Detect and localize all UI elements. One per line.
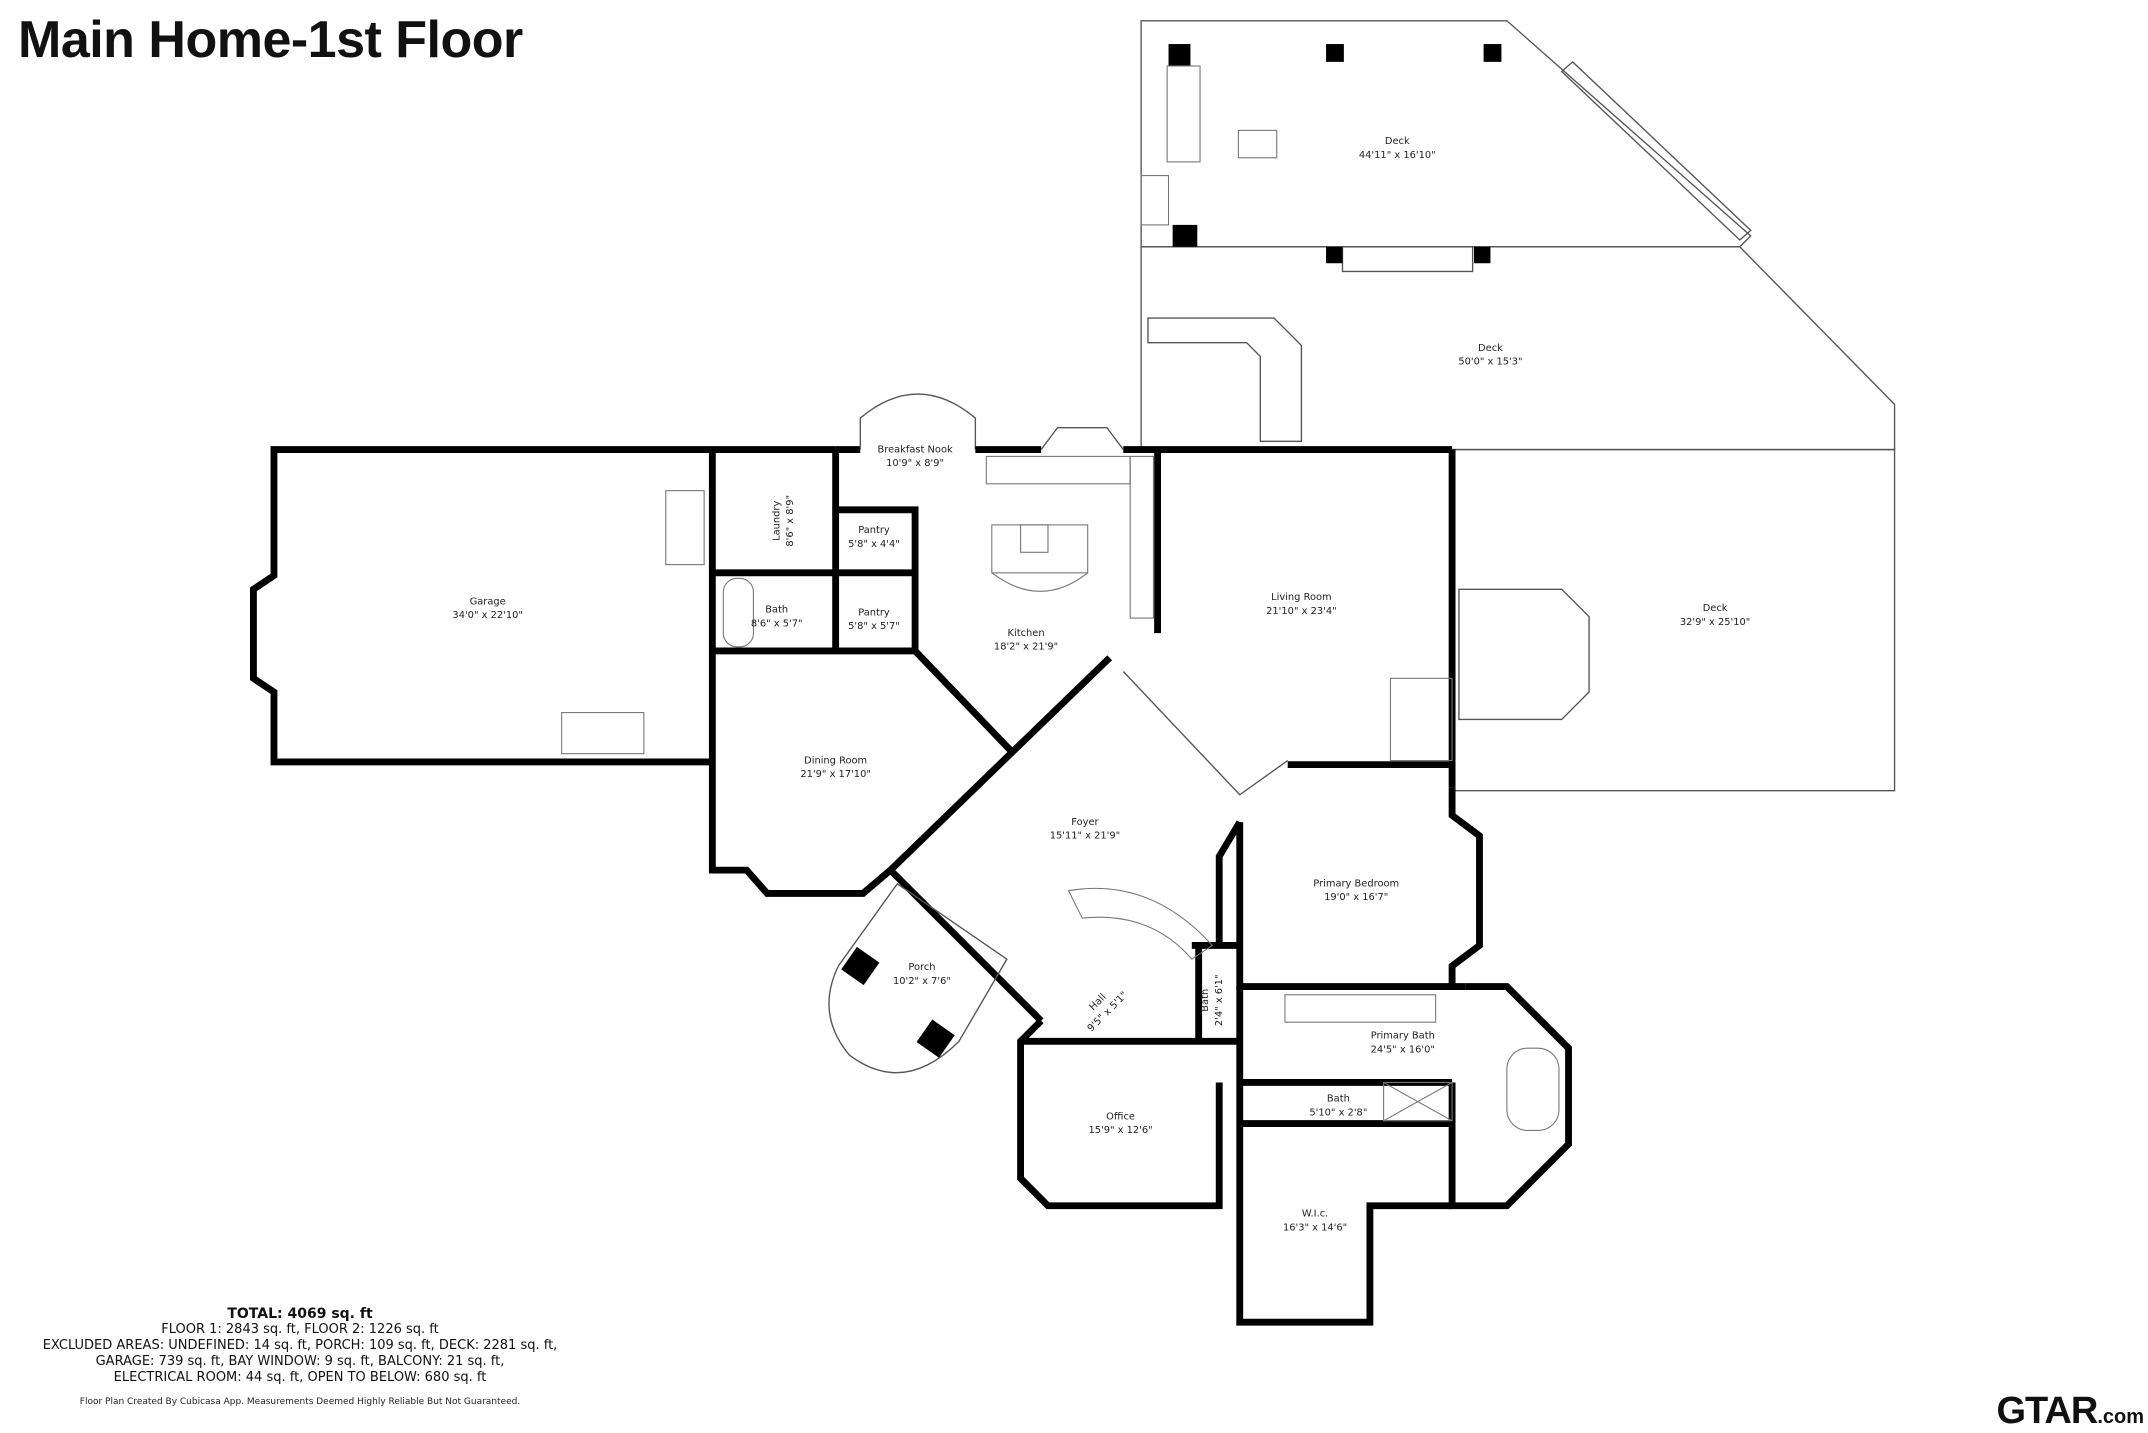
svg-text:Porch: Porch [908,962,935,973]
walls [250,393,1572,1326]
fixtures [561,455,1560,1131]
room-label-dining-room: Dining Room 21'9" x 17'10" [800,755,871,780]
porch-outline [828,882,1008,1074]
svg-text:2'4" x 6'1": 2'4" x 6'1" [1214,974,1225,1026]
room-label-garage: Garage 34'0" x 22'10" [452,596,523,621]
svg-text:W.I.c.: W.I.c. [1302,1209,1328,1220]
svg-text:Deck: Deck [1385,136,1410,147]
svg-text:Living Room: Living Room [1271,592,1332,603]
floor-areas: FLOOR 1: 2843 sq. ft, FLOOR 2: 1226 sq. … [161,1322,439,1337]
svg-text:21'9" x 17'10": 21'9" x 17'10" [800,769,871,780]
room-label-deck-upper: Deck 44'11" x 16'10" [1359,136,1436,161]
svg-text:15'11" x 21'9": 15'11" x 21'9" [1050,831,1121,842]
room-label-bath-2: Bath 5'10" x 2'8" [1309,1094,1367,1119]
logo-main: GTAR [1996,1390,2098,1432]
room-label-primary-bedroom: Primary Bedroom 19'0" x 16'7" [1313,879,1399,904]
excluded-areas-line-1: EXCLUDED AREAS: UNDEFINED: 14 sq. ft, PO… [42,1338,558,1353]
svg-text:Deck: Deck [1478,343,1503,354]
svg-text:Deck: Deck [1703,603,1728,614]
svg-text:Breakfast Nook: Breakfast Nook [877,444,953,455]
svg-text:44'11" x 16'10": 44'11" x 16'10" [1359,150,1436,161]
room-label-foyer: Foyer 15'11" x 21'9" [1050,817,1121,842]
svg-text:15'9" x 12'6": 15'9" x 12'6" [1088,1125,1152,1136]
svg-text:24'5" x 16'0": 24'5" x 16'0" [1371,1044,1435,1055]
svg-text:Garage: Garage [470,596,506,607]
room-label-living-room: Living Room 21'10" x 23'4" [1266,592,1337,617]
svg-text:16'3" x 14'6": 16'3" x 14'6" [1283,1222,1347,1233]
svg-text:19'0" x 16'7": 19'0" x 16'7" [1324,892,1388,903]
svg-text:Office: Office [1106,1111,1135,1122]
page-title: Main Home-1st Floor [18,11,523,69]
svg-text:Laundry: Laundry [771,501,782,541]
svg-text:50'0" x 15'3": 50'0" x 15'3" [1458,357,1522,368]
area-summary: TOTAL: 4069 sq. ft FLOOR 1: 2843 sq. ft,… [0,1306,600,1386]
svg-text:9'5" x 5'1": 9'5" x 5'1" [1086,990,1130,1034]
credit-note: Floor Plan Created By Cubicasa App. Meas… [79,1397,521,1407]
svg-text:8'6" x 5'7": 8'6" x 5'7" [751,618,803,629]
svg-text:Primary Bedroom: Primary Bedroom [1313,879,1399,890]
room-label-office: Office 15'9" x 12'6" [1088,1111,1152,1136]
svg-text:5'8" x 5'7": 5'8" x 5'7" [848,621,900,632]
room-label-pantry-2: Pantry 5'8" x 5'7" [848,607,900,632]
svg-text:Dining Room: Dining Room [804,755,867,766]
svg-text:Pantry: Pantry [858,607,890,618]
svg-text:Bath: Bath [1200,989,1211,1012]
gtar-logo: GTAR.com [1996,1390,2144,1433]
svg-text:21'10" x 23'4": 21'10" x 23'4" [1266,606,1337,617]
svg-text:32'9" x 25'10": 32'9" x 25'10" [1680,617,1751,628]
room-label-deck-right: Deck 32'9" x 25'10" [1680,603,1751,628]
room-label-deck-middle: Deck 50'0" x 15'3" [1458,343,1522,368]
excluded-areas-line-3: ELECTRICAL ROOM: 44 sq. ft, OPEN TO BELO… [113,1370,487,1385]
svg-text:5'10" x 2'8": 5'10" x 2'8" [1309,1107,1367,1118]
room-label-wic: W.I.c. 16'3" x 14'6" [1283,1209,1347,1234]
room-label-kitchen: Kitchen 18'2" x 21'9" [994,628,1058,653]
logo-suffix: .com [2097,1406,2144,1428]
svg-text:18'2" x 21'9": 18'2" x 21'9" [994,642,1058,653]
svg-text:Kitchen: Kitchen [1008,628,1045,639]
room-label-porch: Porch 10'2" x 7'6" [893,962,951,987]
room-label-breakfast-nook: Breakfast Nook 10'9" x 8'9" [877,444,953,469]
svg-text:Bath: Bath [1327,1094,1350,1105]
svg-text:34'0" x 22'10": 34'0" x 22'10" [452,610,523,621]
svg-text:Pantry: Pantry [858,525,890,536]
excluded-areas-line-2: GARAGE: 739 sq. ft, BAY WINDOW: 9 sq. ft… [95,1354,505,1369]
svg-text:10'2" x 7'6": 10'2" x 7'6" [893,976,951,987]
room-label-primary-bath: Primary Bath 24'5" x 16'0" [1371,1031,1435,1056]
svg-text:8'6" x 8'9": 8'6" x 8'9" [785,495,796,547]
room-label-pantry-1: Pantry 5'8" x 4'4" [848,525,900,550]
total-area: TOTAL: 4069 sq. ft [227,1306,373,1322]
room-label-bath-1: Bath 8'6" x 5'7" [751,605,803,630]
svg-text:Bath: Bath [765,605,788,616]
deck-outlines [1140,20,1896,792]
svg-text:5'8" x 4'4": 5'8" x 4'4" [848,539,900,550]
svg-text:10'9" x 8'9": 10'9" x 8'9" [886,458,944,469]
svg-text:Primary Bath: Primary Bath [1371,1031,1435,1042]
room-labels: Deck 44'11" x 16'10" Deck 50'0" x 15'3" De… [452,136,1750,1233]
svg-text:Foyer: Foyer [1071,817,1099,828]
